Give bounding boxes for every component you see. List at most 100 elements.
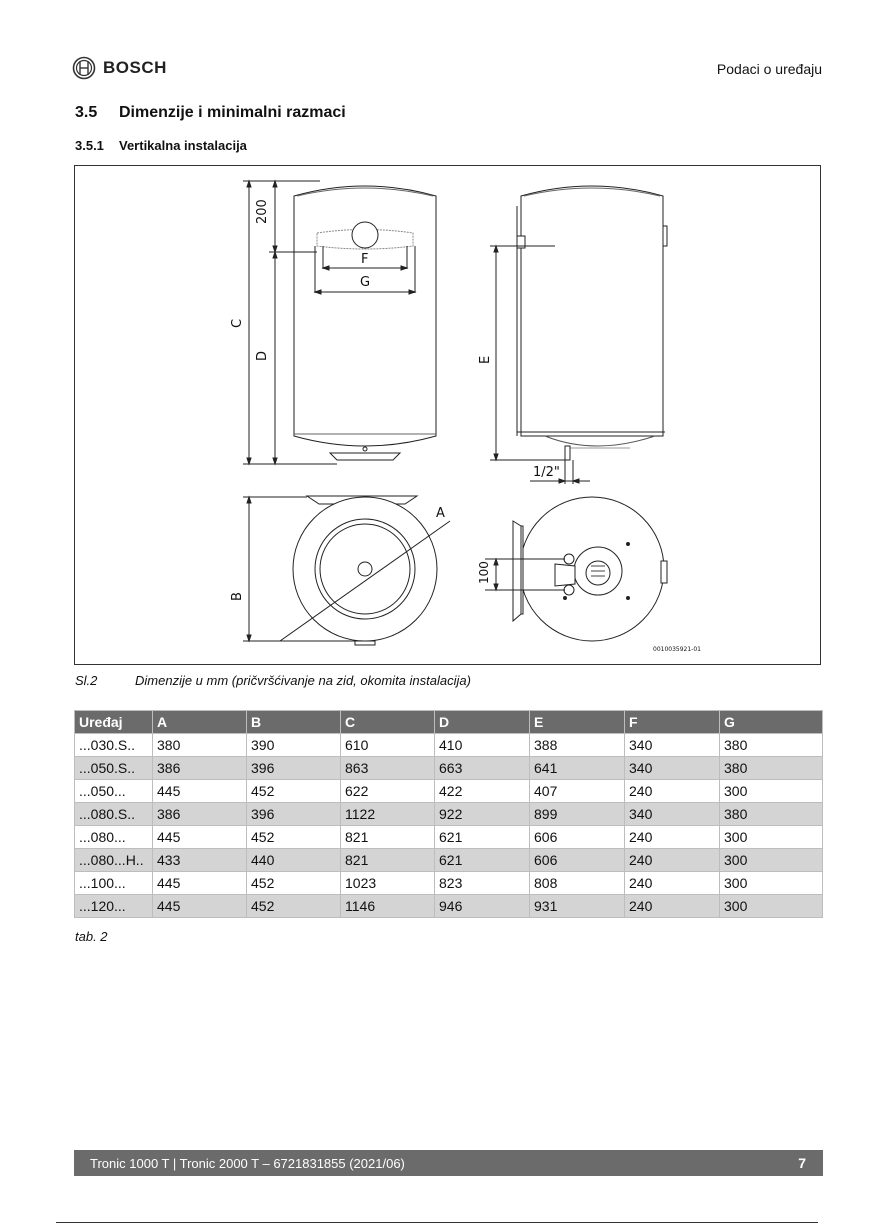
table-cell: 821 [340,825,435,849]
logo-wordmark: BOSCH [103,58,167,77]
bottom-rule [56,1222,818,1223]
table-cell: 445 [152,894,247,918]
table-cell: 300 [719,871,823,895]
table-cell: 606 [529,848,625,872]
header-section-title: Podaci o uređaju [716,61,822,77]
table-cell: 440 [246,848,341,872]
table-cell: ...120... [74,894,153,918]
table-cell: 300 [719,779,823,803]
table-cell: 300 [719,825,823,849]
table-cell: 240 [624,848,720,872]
table-cell: 863 [340,756,435,780]
footer-document-info: Tronic 1000 T | Tronic 2000 T – 67218318… [90,1156,405,1171]
table-cell: 380 [719,802,823,826]
bosch-armature-icon [72,56,96,80]
subsection-heading: 3.5.1 Vertikalna instalacija [75,138,247,153]
dim-e-label: E [478,356,493,364]
table-header-cell: C [340,710,435,734]
table-cell: 663 [434,756,530,780]
table-cell: 445 [152,871,247,895]
section-title: Dimenzije i minimalni razmaci [119,104,346,121]
table-header-cell: Uređaj [74,710,153,734]
table-cell: 410 [434,733,530,757]
dimension-drawing: 200 C D F G E 1/2" A B 100 0010035921-01 [74,165,821,665]
table-cell: 808 [529,871,625,895]
table-cell: 1023 [340,871,435,895]
table-cell: 641 [529,756,625,780]
table-cell: 240 [624,894,720,918]
top-view [243,495,451,646]
table-cell: 821 [340,848,435,872]
table-cell: 390 [246,733,341,757]
table-cell: 340 [624,756,720,780]
table-cell: ...050.S.. [74,756,153,780]
table-caption: tab. 2 [75,929,108,944]
footer-bar: Tronic 1000 T | Tronic 2000 T – 67218318… [74,1150,823,1176]
bottom-view [485,496,668,642]
table-cell: 606 [529,825,625,849]
figure-caption-number: Sl.2 [75,673,98,688]
figure-caption: Sl.2 Dimenzije u mm (pričvršćivanje na zi… [75,673,471,688]
dim-100-label: 100 [477,561,491,584]
table-cell: 340 [624,802,720,826]
table-cell: 621 [434,848,530,872]
dim-c-label: C [230,319,245,328]
table-cell: 899 [529,802,625,826]
table-cell: 452 [246,894,341,918]
dim-g-label: G [360,275,370,290]
table-cell: 452 [246,825,341,849]
dim-half-inch-label: 1/2" [533,465,560,480]
table-cell: 240 [624,825,720,849]
table-cell: 386 [152,802,247,826]
table-cell: 407 [529,779,625,803]
table-cell: 386 [152,756,247,780]
figure-caption-text: Dimenzije u mm (pričvršćivanje na zid, o… [135,673,471,688]
table-header-cell: G [719,710,823,734]
figure-code: 0010035921-01 [653,646,701,653]
section-heading: 3.5 Dimenzije i minimalni razmaci [75,104,346,122]
front-view [243,179,437,466]
subsection-title: Vertikalna instalacija [119,138,247,153]
table-cell: 396 [246,802,341,826]
table-cell: 300 [719,848,823,872]
dim-200-label: 200 [255,199,270,224]
table-cell: 452 [246,779,341,803]
table-cell: 300 [719,894,823,918]
table-cell: 621 [434,825,530,849]
table-cell: 610 [340,733,435,757]
table-header-row: Uređaj A B C D E F G [74,710,823,734]
table-cell: 1146 [340,894,435,918]
table-cell: 622 [340,779,435,803]
side-view [490,185,668,484]
table-cell: 452 [246,871,341,895]
table-cell: ...030.S.. [74,733,153,757]
table-cell: 380 [719,756,823,780]
table-cell: ...080... [74,825,153,849]
table-cell: 931 [529,894,625,918]
table-cell: 1122 [340,802,435,826]
section-number: 3.5 [75,104,98,121]
bosch-logo: BOSCH [72,55,167,81]
table-header-cell: E [529,710,625,734]
table-cell: 445 [152,779,247,803]
table-cell: 340 [624,733,720,757]
table-cell: 388 [529,733,625,757]
dim-f-label: F [361,252,368,267]
table-cell: 380 [719,733,823,757]
table-cell: ...100... [74,871,153,895]
table-cell: ...050... [74,779,153,803]
table-cell: 445 [152,825,247,849]
table-cell: 433 [152,848,247,872]
table-cell: 380 [152,733,247,757]
dim-b-label: B [230,592,245,601]
table-cell: 240 [624,779,720,803]
subsection-number: 3.5.1 [75,138,104,153]
table-cell: 823 [434,871,530,895]
